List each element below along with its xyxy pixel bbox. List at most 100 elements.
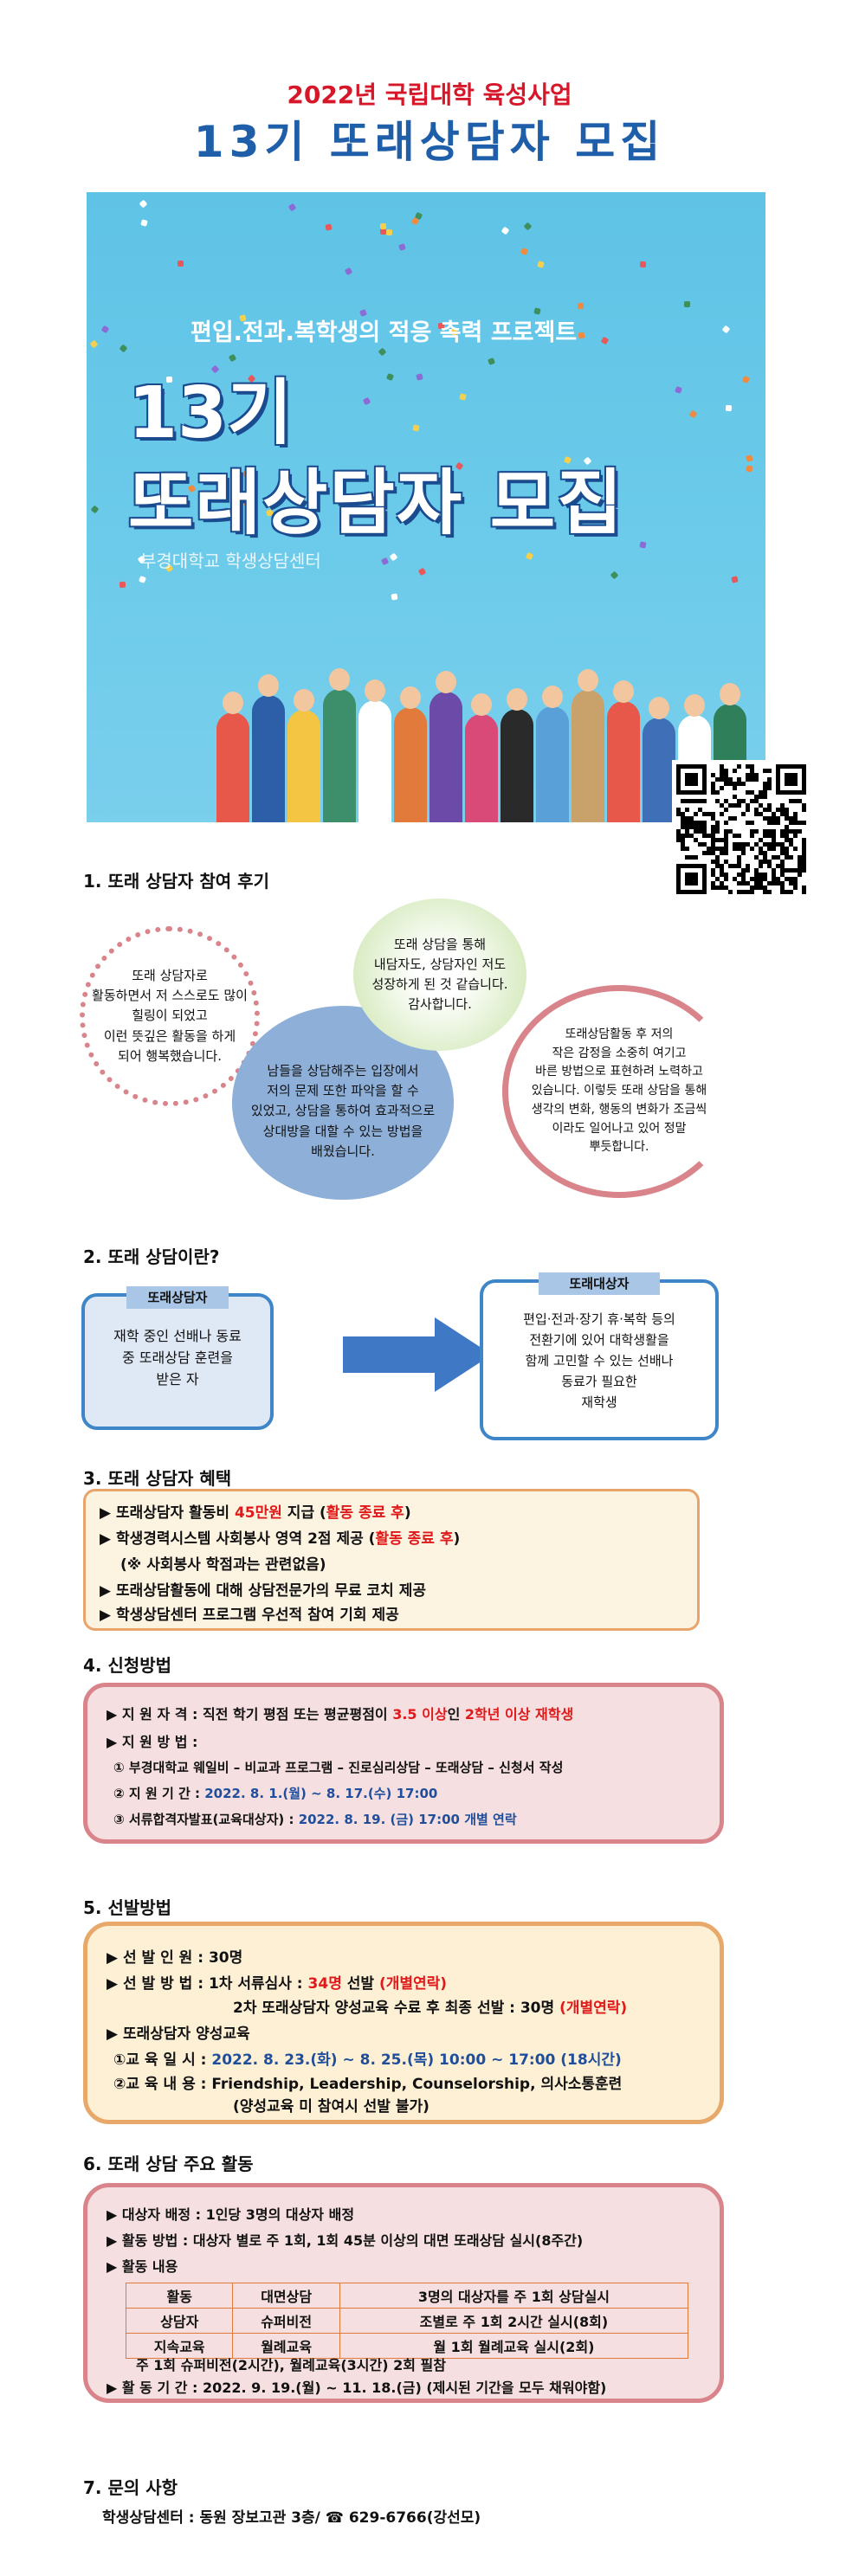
- apply-announcement-label: ③ 서류합격자발표(교육대상자) :: [113, 1812, 299, 1827]
- confetti-piece: [391, 593, 398, 601]
- confetti-piece: [385, 229, 393, 236]
- section-title-apply: 4. 신청방법: [83, 1655, 172, 1676]
- activity-table-cell: 대면상담: [232, 2283, 340, 2309]
- confetti-piece: [417, 567, 427, 576]
- confetti-piece: [746, 454, 753, 462]
- apply-period-dates: 2022. 8. 1.(월) ~ 8. 17.(수) 17:00: [204, 1786, 438, 1801]
- crowd-head: [294, 689, 314, 712]
- review-text-1: 또래 상담자로 활동하면서 저 스스로도 많이 힐링이 되었고 이런 뜻깊은 활…: [92, 967, 248, 1064]
- crowd-head: [542, 686, 563, 708]
- section-title-contact: 7. 문의 사항: [83, 2477, 178, 2498]
- event-subtitle: 2022년 국립대학 육성사업: [287, 80, 572, 109]
- crowd-head: [613, 680, 634, 703]
- poster-organization: 부경대학교 학생상담센터: [140, 551, 321, 571]
- confetti-piece: [639, 261, 647, 268]
- crowd-person: [323, 689, 356, 822]
- selection-training-dates: 2022. 8. 23.(화) ~ 8. 25.(목) 10:00 ~ 17:0…: [211, 2051, 622, 2069]
- activity-table-cell: 상담자: [125, 2308, 234, 2334]
- selection-training-date: ①교 육 일 시 : 2022. 8. 23.(화) ~ 8. 25.(목) 1…: [113, 2047, 622, 2069]
- confetti-piece: [523, 222, 533, 231]
- poster-headline: 또래상담자 모집: [128, 462, 624, 544]
- section-title-about: 2. 또래 상담이란?: [83, 1246, 220, 1267]
- selection-training-content: ②교 육 내 용 : Friendship, Leadership, Couns…: [113, 2076, 623, 2093]
- apply-announcement: ③ 서류합격자발표(교육대상자) : 2022. 8. 19. (금) 17:0…: [113, 1810, 517, 1828]
- crowd-head: [329, 668, 350, 691]
- confetti-piece: [412, 424, 420, 432]
- confetti-piece: [459, 393, 467, 401]
- activity-requirement: 주 1회 슈퍼비전(2시간), 월례교육(3시간) 2회 필참: [136, 2357, 446, 2373]
- poster-cohort: 13기: [128, 372, 293, 454]
- section-title-selection: 5. 선발방법: [83, 1897, 172, 1918]
- selection-training: ▶ 또래상담자 양성교육: [107, 2025, 250, 2043]
- confetti-piece: [380, 557, 390, 566]
- benefit-allowance-text-2: 지급 (: [281, 1504, 326, 1522]
- selection-method: ▶ 선 발 방 법 : 1차 서류심사 : 34명 선발 (개별연락): [107, 1971, 447, 1993]
- confetti-piece: [379, 222, 387, 230]
- qr-code-icon[interactable]: [672, 760, 811, 898]
- section-title-reviews: 1. 또래 상담자 참여 후기: [83, 871, 269, 892]
- confetti-piece: [688, 409, 698, 419]
- activity-table-cell: 지속교육: [125, 2333, 234, 2359]
- confetti-piece: [362, 396, 371, 406]
- confetti-piece: [501, 226, 510, 235]
- confetti-piece: [140, 219, 148, 227]
- confetti-piece: [639, 541, 647, 549]
- page-title: 13기 또래상담자 모집: [193, 117, 666, 167]
- confetti-piece: [600, 336, 610, 345]
- confetti-piece: [520, 248, 528, 255]
- confetti-piece: [683, 300, 691, 308]
- selection-method-text: ▶ 선 발 방 법 : 1차 서류심사 :: [107, 1975, 308, 1993]
- crowd-head: [258, 674, 279, 697]
- crowd-person: [465, 714, 498, 822]
- confetti-piece: [537, 261, 545, 268]
- activities-box: ▶ 대상자 배정 : 1인당 3명의 대상자 배정 ▶ 활동 방법 : 대상자 …: [83, 2183, 724, 2403]
- activity-table-cell: 조별로 주 1회 2시간 실시(8회): [339, 2308, 689, 2334]
- apply-period: ② 지 원 기 간 : 2022. 8. 1.(월) ~ 8. 17.(수) 1…: [113, 1784, 437, 1802]
- crowd-head: [649, 697, 669, 719]
- poster-tagline: 편입.전과.복학생의 적응 촉력 프로젝트: [191, 319, 578, 346]
- selection-second-round: 2차 또래상담자 양성교육 수료 후 최종 선발 : 30명 (개별연락): [233, 1995, 627, 2017]
- crowd-person: [358, 700, 391, 822]
- crowd-person: [216, 712, 249, 822]
- crowd-head: [507, 688, 527, 711]
- crowd-head: [471, 693, 492, 716]
- review-text-3: 남들을 상담해주는 입장에서 저의 문제 또한 파악을 할 수 있었고, 상담을…: [250, 1062, 436, 1159]
- activity-table-cell: 슈퍼비전: [232, 2308, 340, 2334]
- counselor-label: 또래상담자: [126, 1286, 229, 1309]
- confetti-piece: [731, 576, 739, 583]
- arrow-right-icon: [343, 1317, 492, 1392]
- crowd-person: [607, 701, 640, 822]
- activity-table-cell: 월례교육: [232, 2333, 340, 2359]
- crowd-head: [578, 669, 598, 692]
- activity-content-label: ▶ 활동 내용: [107, 2258, 178, 2275]
- confetti-piece: [344, 267, 353, 276]
- crowd-person: [430, 692, 462, 822]
- confetti-piece: [325, 223, 333, 231]
- activity-table-cell: 활동: [125, 2283, 234, 2309]
- confetti-piece: [100, 325, 110, 334]
- confetti-piece: [378, 347, 387, 357]
- crowd-head: [720, 683, 740, 705]
- review-bubble-4: 또래상담활동 후 저의 작은 감정을 소중히 여기고 바른 방법으로 표현하려 …: [502, 985, 736, 1198]
- selection-first-count: 34명: [307, 1975, 342, 1993]
- benefit-volunteer-timing: 활동 종료 후: [375, 1530, 454, 1548]
- crowd-person: [643, 718, 675, 822]
- apply-period-label: ② 지 원 기 간 :: [113, 1786, 205, 1801]
- confetti-piece: [385, 372, 395, 382]
- confetti-piece: [610, 570, 619, 580]
- crowd-illustration: [208, 625, 762, 822]
- counselor-definition-card: 또래상담자 재학 중인 선배나 동료 중 또래상담 훈련을 받은 자: [81, 1286, 274, 1430]
- crowd-head: [400, 686, 421, 709]
- benefits-box: ▶ 또래상담자 활동비 45만원 지급 (활동 종료 후) ▶ 학생경력시스템 …: [83, 1489, 700, 1631]
- apply-eligibility: ▶ 지 원 자 격 : 직전 학기 평점 또는 평균평점이 3.5 이상인 2학…: [107, 1703, 573, 1723]
- selection-count: ▶ 선 발 인 원 : 30명: [107, 1949, 243, 1967]
- confetti-piece: [577, 302, 585, 310]
- contact-info: 학생상담센터 : 동원 장보고관 3층/ ☎ 629-6766(강선모): [102, 2509, 481, 2527]
- crowd-person: [572, 690, 604, 822]
- confetti-piece: [398, 243, 406, 251]
- benefit-volunteer-close: ): [453, 1530, 461, 1548]
- benefit-note: (※ 사회봉사 학점과는 관련없음): [120, 1556, 326, 1574]
- confetti-piece: [742, 376, 750, 383]
